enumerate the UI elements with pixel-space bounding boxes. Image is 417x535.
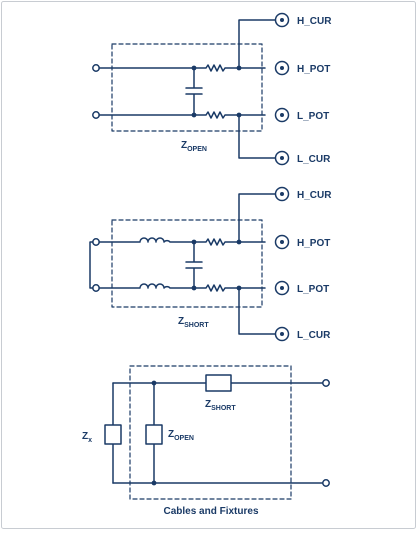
open-node-cap-top — [191, 65, 197, 71]
short-zshort-label: ZSHORT — [178, 316, 209, 329]
short-label-hpot: H_POT — [297, 238, 330, 249]
short-label-lcur: L_CUR — [297, 330, 331, 341]
open-label-hcur: H_CUR — [297, 16, 332, 27]
open-bottom-wire — [98, 111, 266, 119]
open-hcur-wire — [238, 19, 277, 69]
open-dashed-box — [111, 43, 263, 132]
short-capacitor — [185, 241, 203, 289]
short-input-terminal-bottom — [92, 284, 100, 292]
short-label-lpot: L_POT — [297, 284, 329, 295]
short-bnc-lcur — [274, 326, 290, 342]
short-bottom-wire — [98, 283, 266, 292]
open-label-lcur: L_CUR — [297, 154, 331, 165]
open-zopen-label: ZOPEN — [181, 140, 207, 153]
short-lcur-wire — [238, 287, 277, 335]
fixture-output-terminal-bottom — [322, 479, 330, 487]
short-hcur-wire — [238, 193, 277, 243]
open-node-cap-bottom — [191, 112, 197, 118]
short-node-cap-bottom — [191, 285, 197, 291]
fixture-caption: Cables and Fixtures — [163, 506, 258, 517]
fixture-dashed-box — [129, 365, 292, 500]
open-input-terminal-bottom — [92, 111, 100, 119]
open-label-lpot: L_POT — [297, 111, 329, 122]
fixture-output-terminal-top — [322, 379, 330, 387]
short-node-cap-top — [191, 239, 197, 245]
fixture-zx-label: Zx — [82, 431, 92, 444]
short-label-hcur: H_CUR — [297, 190, 332, 201]
short-bnc-lpot — [274, 280, 290, 296]
open-bnc-hcur — [274, 12, 290, 28]
fixture-zshort-box — [205, 374, 232, 392]
open-bnc-lcur — [274, 150, 290, 166]
short-input-terminal-top — [92, 238, 100, 246]
open-capacitor — [185, 67, 203, 116]
short-circuit — [89, 186, 290, 342]
open-label-hpot: H_POT — [297, 64, 330, 75]
fixture-zopen-box — [145, 424, 163, 445]
fixture-zshort-label: ZSHORT — [205, 399, 236, 412]
open-circuit — [92, 12, 290, 166]
open-input-terminal-top — [92, 64, 100, 72]
short-bnc-hcur — [274, 186, 290, 202]
open-lcur-wire — [238, 114, 277, 159]
short-dashed-box — [111, 219, 263, 308]
open-top-wire — [98, 64, 266, 72]
fixture-node-bottom — [151, 480, 157, 486]
short-link — [89, 241, 94, 289]
open-bnc-lpot — [274, 107, 290, 123]
open-bnc-hpot — [274, 60, 290, 76]
short-bnc-hpot — [274, 234, 290, 250]
short-top-wire — [98, 237, 266, 246]
fixture-zopen-label: ZOPEN — [168, 429, 194, 442]
fixture-zx-box — [104, 424, 122, 445]
fixture-node-top — [151, 380, 157, 386]
fixture-circuit — [104, 365, 330, 500]
